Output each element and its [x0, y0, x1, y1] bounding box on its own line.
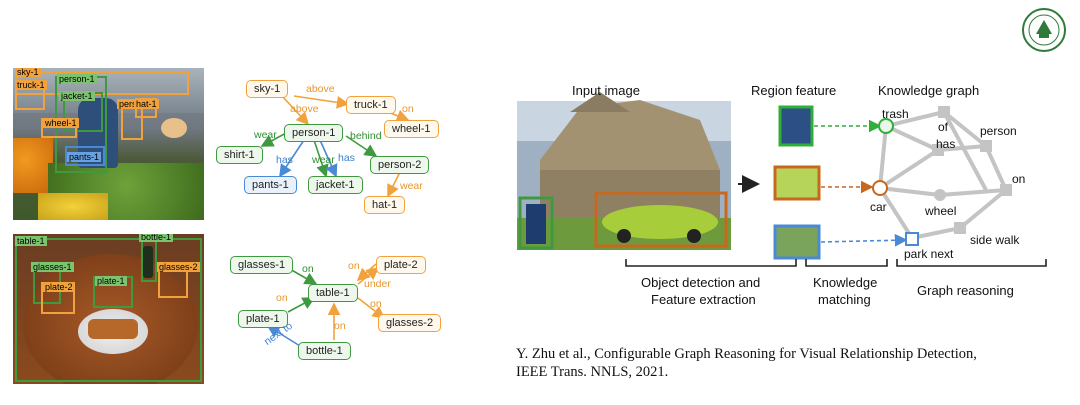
- node-glasses2: glasses-2: [378, 314, 442, 332]
- bbox-label-person: person-1: [57, 74, 97, 84]
- node-wheel: wheel-1: [384, 120, 439, 138]
- knowledge-graph-title: Knowledge graph: [878, 83, 980, 98]
- bbox-label-wheel: wheel-1: [43, 118, 79, 128]
- kg-label-park-next: park next: [904, 247, 954, 261]
- edge-label-on: on: [348, 260, 360, 272]
- kg-node-park: [905, 232, 919, 246]
- edge-label-wear: wear: [312, 154, 335, 166]
- node-person: person-1: [284, 124, 344, 142]
- edge-label-on: on: [402, 103, 414, 115]
- node-jacket: jacket-1: [308, 176, 363, 194]
- stage-brackets: [625, 259, 1047, 267]
- bbox-label-table: table-1: [15, 236, 47, 246]
- bbox-label-truck: truck-1: [15, 80, 47, 90]
- market-photo: sky-1 truck-1 person-1 jacket-1 person-2…: [13, 68, 204, 220]
- stage2-line1: Knowledge: [813, 275, 878, 290]
- stage1-line1: Object detection and: [641, 275, 761, 290]
- node-table: table-1: [308, 284, 358, 302]
- stage3-label: Graph reasoning: [917, 283, 1014, 298]
- node-shirt: shirt-1: [216, 146, 263, 164]
- citation-line2: IEEE Trans. NNLS, 2021.: [516, 364, 669, 380]
- kg-label-wheel: wheel: [925, 204, 957, 218]
- kg-node-trash: [878, 118, 894, 134]
- region-car: [773, 165, 821, 201]
- edge-label-above: above: [290, 103, 319, 115]
- stage1-line2: Feature extraction: [651, 292, 756, 307]
- edge-label-on: on: [370, 298, 382, 310]
- bbox-label-plate2: plate-2: [43, 282, 75, 292]
- car-bbox: [594, 191, 728, 248]
- edge-label-on: on: [302, 263, 314, 275]
- edge-label-behind: behind: [350, 130, 382, 142]
- node-plate1: plate-1: [238, 310, 288, 328]
- bbox-table: [15, 238, 202, 382]
- node-glasses1: glasses-1: [230, 256, 294, 274]
- edge-label-under: under: [364, 278, 391, 290]
- kg-label-car: car: [870, 200, 887, 214]
- bbox-label-hat: hat-1: [134, 99, 159, 109]
- kg-label-person: person: [980, 124, 1017, 138]
- bbox-label-sky: sky-1: [15, 68, 41, 77]
- graph1-edge-lines: [260, 95, 410, 198]
- citation-line1: Y. Zhu et al., Configurable Graph Reason…: [516, 346, 977, 362]
- edge-label-wear: wear: [400, 180, 423, 192]
- stage2-line2: matching: [818, 292, 871, 307]
- bbox-label-bottle: bottle-1: [139, 234, 174, 242]
- bbox-label-glasses2: glasses-2: [157, 262, 200, 272]
- region-feature-title: Region feature: [751, 83, 837, 98]
- kg-label-trash: trash: [882, 107, 909, 121]
- bbox-label-plate1: plate-1: [95, 276, 127, 286]
- edge-label-on: on: [334, 320, 346, 332]
- table-photo: table-1 bottle-1 glasses-1 glasses-2 pla…: [13, 234, 204, 384]
- kg-edges: [878, 110, 1008, 240]
- node-hat: hat-1: [364, 196, 406, 214]
- university-logo: [1022, 8, 1066, 52]
- kg-label-side-walk: side walk: [970, 233, 1020, 247]
- node-pants: pants-1: [244, 176, 297, 194]
- node-plate2: plate-2: [376, 256, 426, 274]
- kg-nodes: [932, 106, 1012, 234]
- kg-node-car: [872, 180, 888, 196]
- input-image-title: Input image: [572, 83, 640, 98]
- edge-label-has: has: [338, 152, 355, 164]
- bbox-label-pants: pants-1: [67, 152, 102, 162]
- bbox-label-glasses1: glasses-1: [31, 262, 74, 272]
- edge-label-above: above: [306, 83, 335, 95]
- kg-label-has: has: [936, 137, 956, 151]
- edge-label-on: on: [276, 292, 288, 304]
- region-trash: [778, 105, 814, 147]
- node-sky: sky-1: [246, 80, 289, 98]
- node-person2: person-2: [370, 156, 430, 174]
- region-park: [773, 224, 821, 260]
- trash-bbox: [518, 196, 554, 250]
- edge-label-wear: wear: [254, 129, 277, 141]
- bbox-pants: [65, 146, 105, 166]
- node-bottle: bottle-1: [298, 342, 351, 360]
- bbox-label-jacket: jacket-1: [59, 91, 95, 101]
- node-truck: truck-1: [346, 96, 396, 114]
- kg-label-on: on: [1012, 172, 1026, 186]
- edge-label-has: has: [276, 154, 293, 166]
- kg-label-of: of: [938, 120, 949, 134]
